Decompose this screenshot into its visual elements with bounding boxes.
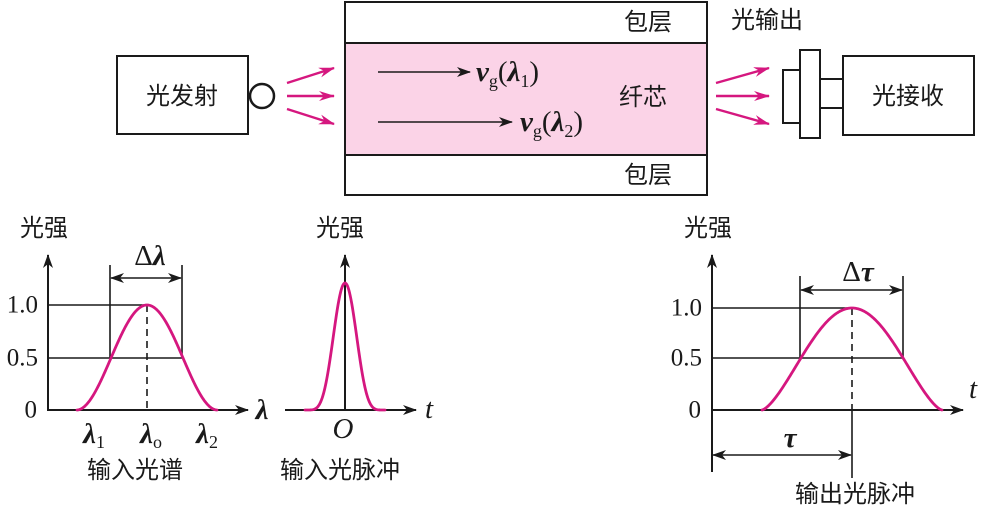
spectrum-ytick-0: 0: [25, 397, 38, 424]
delta-symbol: Δ: [134, 240, 153, 272]
spectrum-curve: [75, 303, 219, 412]
output-pulse-ylabel: 光强: [684, 214, 732, 242]
emitter-icon: [248, 82, 276, 110]
input-light-beams: [286, 66, 335, 126]
input-beam-bottom: [286, 107, 335, 126]
input-pulse-ylabel: 光强: [316, 214, 364, 242]
spectrum-xtick-lambda-1: λ1: [82, 418, 105, 452]
output-light-beams: [715, 66, 770, 126]
fiber-core: [345, 43, 707, 155]
output-pulse-ytick-1: 1.0: [671, 295, 702, 322]
fiber-outline: [344, 1, 708, 196]
light-source-label: 光发射: [146, 82, 218, 110]
input-pulse-xlabel: t: [425, 393, 434, 425]
tau-symbol: τ: [861, 256, 875, 288]
light-source-box: [116, 55, 249, 135]
core-label: 纤芯: [619, 83, 667, 111]
output-pulse-xlabel: t: [969, 373, 978, 405]
wavelength-subscript: o: [153, 432, 162, 452]
velocity-label-2: vg(λ2): [520, 106, 583, 141]
paren-open: (: [498, 56, 508, 88]
output-pulse-caption: 输出光脉冲: [795, 480, 915, 508]
output-pulse-ytick-half: 0.5: [671, 345, 702, 372]
spectrum-caption: 输入光谱: [87, 456, 183, 484]
velocity-symbol: v: [476, 56, 490, 88]
wavelength-symbol: λ: [195, 418, 209, 450]
input-pulse-graph: 光强 t O 输入光脉冲: [280, 214, 434, 484]
wavelength-subscript: 2: [564, 121, 573, 141]
input-pulse-caption: 输入光脉冲: [280, 456, 400, 484]
light-output-label: 光输出: [731, 6, 803, 34]
cladding-top-label: 包层: [624, 8, 672, 36]
paren-open: (: [542, 106, 552, 138]
spectrum-xtick-lambda-2: λ2: [195, 418, 218, 452]
output-width-label: Δτ: [842, 256, 875, 288]
spectrum-ylabel: 光强: [20, 214, 68, 242]
detector-housing: [799, 49, 821, 139]
spectrum-xlabel: λ: [255, 394, 269, 426]
spectrum-xtick-lambda-o: λo: [139, 418, 162, 452]
optical-fiber: 包层 纤芯 包层 vg(λ1) vg(λ2): [344, 1, 708, 196]
velocity-label-1: vg(λ1): [476, 56, 539, 91]
output-beam-top: [715, 66, 770, 85]
output-pulse-curve: [760, 306, 944, 412]
velocity-subscript: g: [489, 71, 498, 91]
output-pulse-graph: 光强 t 1.0 0.5 0 Δτ τ 输出光脉冲: [671, 214, 978, 508]
wavelength-symbol: λ: [152, 240, 166, 272]
velocity-symbol: v: [520, 106, 534, 138]
input-spectrum-graph: 光强 λ 1.0 0.5 0 Δλ λ1 λo λ2 输入光谱: [7, 214, 269, 484]
paren-close: ): [529, 56, 539, 88]
paren-close: ): [573, 106, 583, 138]
light-receiver: 光接收: [782, 49, 975, 139]
cladding-bottom-label: 包层: [624, 161, 672, 189]
detector-window: [782, 69, 801, 124]
light-source: 光发射: [116, 55, 276, 135]
spectrum-width-label: Δλ: [134, 240, 166, 272]
wavelength-subscript: 1: [96, 432, 105, 452]
velocity-subscript: g: [533, 121, 542, 141]
output-pulse-ytick-0: 0: [689, 397, 702, 424]
wavelength-subscript: 1: [520, 71, 529, 91]
wavelength-symbol: λ: [139, 418, 153, 450]
input-pulse-curve: [303, 281, 387, 412]
wavelength-symbol: λ: [551, 106, 565, 138]
wavelength-symbol: λ: [507, 56, 521, 88]
delay-label: τ: [784, 422, 798, 454]
light-receiver-box: [842, 55, 975, 136]
delta-symbol: Δ: [842, 256, 861, 288]
output-beam-bottom: [715, 107, 770, 126]
input-pulse-origin-label: O: [333, 413, 354, 445]
wavelength-subscript: 2: [209, 432, 218, 452]
spectrum-ytick-half: 0.5: [7, 345, 38, 372]
input-beam-top: [286, 66, 335, 85]
wavelength-symbol: λ: [82, 418, 96, 450]
light-receiver-label: 光接收: [872, 82, 944, 110]
spectrum-ytick-1: 1.0: [7, 292, 38, 319]
